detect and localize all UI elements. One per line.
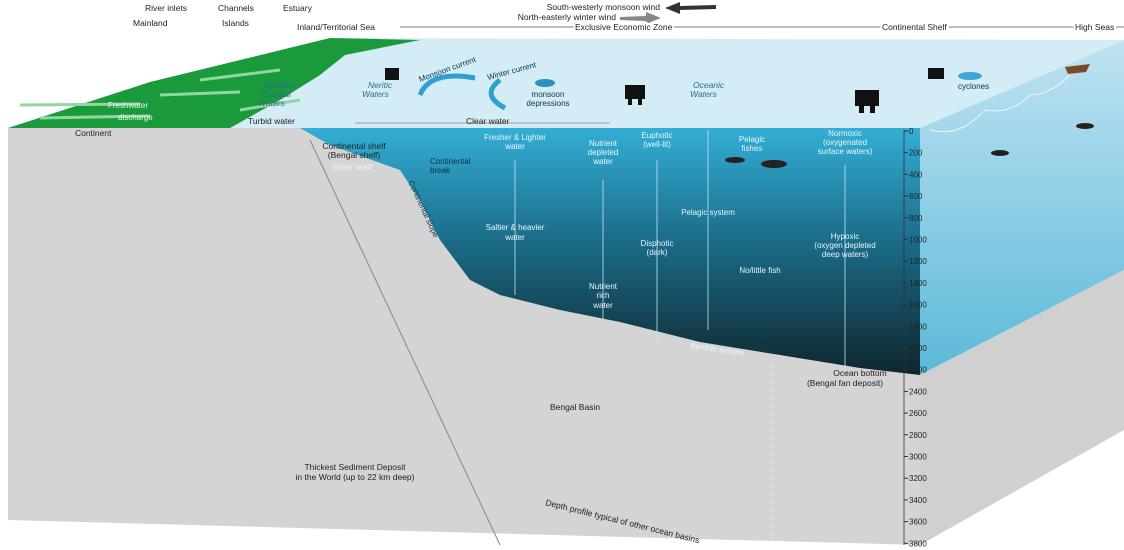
- depth-tick-label: 400: [909, 170, 923, 179]
- label-shallow: Shallow: [265, 80, 296, 90]
- label-bengal-fan: (Bengal fan deposit): [807, 378, 883, 388]
- depth-tick-label: 2000: [909, 344, 927, 353]
- label-islands: Islands: [222, 18, 249, 28]
- label-channels: Channels: [218, 3, 254, 13]
- zone-continental-shelf: Continental Shelf: [882, 22, 947, 32]
- label-sediment-depth: in the World (up to 22 km deep): [296, 472, 415, 482]
- label-normoxic: Normoxic: [828, 129, 862, 138]
- winter-current-arrow: [488, 78, 507, 111]
- label-oceanic: Oceanic: [693, 80, 725, 90]
- depth-tick-label: 0: [909, 127, 914, 136]
- ocean-cross-section: [300, 128, 920, 375]
- label-deep-waters: deep waters): [822, 250, 869, 259]
- oil-rig-icon: [385, 68, 944, 113]
- depth-tick-label: 3400: [909, 496, 927, 505]
- label-hypoxic: Hypoxic: [831, 232, 859, 241]
- label-oxygen-depleted: (oxygen depleted: [814, 241, 875, 250]
- monsoon-wind-label: South-westerly monsoon wind: [547, 2, 661, 12]
- label-nutrient-rich-3: water: [592, 301, 613, 310]
- depth-lines: [514, 130, 846, 370]
- label-continent: Continent: [75, 128, 112, 138]
- label-ocean-bottom: Ocean bottom: [833, 368, 886, 378]
- label-coastal: Coastal: [262, 89, 292, 99]
- depth-tick-label: 3600: [909, 518, 927, 527]
- zone-territorial-sea: Inland/Territorial Sea: [297, 22, 375, 32]
- depth-tick-label: 600: [909, 192, 923, 201]
- label-well-lit: (well-lit): [643, 140, 671, 149]
- label-oceanic-waters: Waters: [690, 89, 718, 99]
- depth-tick-label: 2200: [909, 366, 927, 375]
- monsoon-wind-arrow: [665, 2, 716, 14]
- label-euphotic: Euphotic: [641, 131, 672, 140]
- label-neritic: Neritic: [368, 80, 393, 90]
- label-freshwater: Freshwater: [108, 101, 148, 110]
- label-bengal-basin: Bengal Basin: [550, 402, 600, 412]
- depth-tick-label: 1200: [909, 257, 927, 266]
- label-break: break: [430, 166, 451, 175]
- label-disphotic: Disphotic: [641, 239, 674, 248]
- depth-tick-label: 2400: [909, 387, 927, 396]
- label-saltier-water: water: [504, 233, 525, 242]
- label-oxygenated: (oxygenated: [823, 138, 867, 147]
- depth-tick-label: 3200: [909, 474, 927, 483]
- label-continental-shelf: Continental shelf: [322, 141, 386, 151]
- label-nutrient-depleted-3: water: [592, 157, 613, 166]
- winter-wind-label: North-easterly winter wind: [518, 12, 617, 22]
- label-bengal-shelf: (Bengal shelf): [328, 150, 381, 160]
- label-monsoon: monsoon: [532, 90, 565, 99]
- depth-tick-label: 2600: [909, 409, 927, 418]
- label-turbid-water: Turbid water: [248, 116, 295, 126]
- label-dark: (dark): [647, 248, 668, 257]
- label-surface-waters: surface waters): [818, 147, 873, 156]
- label-fishes: fishes: [742, 144, 763, 153]
- zone-high-seas: High Seas: [1075, 22, 1114, 32]
- label-estuary: Estuary: [283, 3, 313, 13]
- depth-tick-label: 1800: [909, 322, 927, 331]
- label-cyclones: cyclones: [958, 82, 989, 91]
- label-pelagic: Pelagic: [739, 135, 765, 144]
- label-sediment: Thickest Sediment Deposit: [304, 462, 406, 472]
- depth-tick-label: 3800: [909, 539, 927, 548]
- label-no-fish: No/little fish: [739, 266, 780, 275]
- depth-tick-label: 1000: [909, 236, 927, 245]
- label-depressions: depressions: [526, 99, 569, 108]
- label-waters: Waters: [258, 98, 286, 108]
- zone-eez: Exclusive Economic Zone: [575, 22, 673, 32]
- fish-icon: [725, 123, 1094, 168]
- label-river-inlets: River inlets: [145, 3, 187, 13]
- depth-tick-label: 200: [909, 149, 923, 158]
- label-saltier: Saltier & heavier: [486, 223, 545, 232]
- monsoon-depression-icon: [535, 79, 555, 87]
- depth-tick-label: 2800: [909, 431, 927, 440]
- label-continental-break: Continental: [430, 157, 471, 166]
- label-pelagic-system: Pelagic system: [681, 208, 735, 217]
- monsoon-current-arrow: [417, 73, 476, 97]
- depth-tick-label: 1400: [909, 279, 927, 288]
- label-fresher: Fresher & Lighter: [484, 133, 546, 142]
- winter-wind-arrow: [620, 12, 661, 24]
- label-nutrient-depleted-1: Nutrient: [589, 139, 618, 148]
- label-discharge: discharge: [118, 113, 153, 122]
- side-ground: [920, 270, 1124, 545]
- depth-tick-label: 1600: [909, 301, 927, 310]
- depth-axis: 0 200 400 600 800 1000 1200 1400 1600 1800 2000 220…: [904, 127, 927, 548]
- label-nutrient-rich-1: Nutrient: [589, 282, 618, 291]
- label-neritic-waters: Waters: [362, 89, 390, 99]
- cyclone-icon: [958, 72, 982, 80]
- side-water: [920, 40, 1124, 375]
- label-clear-water: Clear water: [466, 116, 510, 126]
- label-nutrient-rich-2: rich: [597, 291, 610, 300]
- label-mainland: Mainland: [133, 18, 168, 28]
- label-nutrient-depleted-2: depleted: [588, 148, 619, 157]
- depth-tick-label: 800: [909, 214, 923, 223]
- label-wider-shelf: Wider shelf: [332, 163, 373, 172]
- label-fresher-water: water: [504, 142, 525, 151]
- ship-icon: [1065, 64, 1090, 74]
- depth-tick-label: 3000: [909, 453, 927, 462]
